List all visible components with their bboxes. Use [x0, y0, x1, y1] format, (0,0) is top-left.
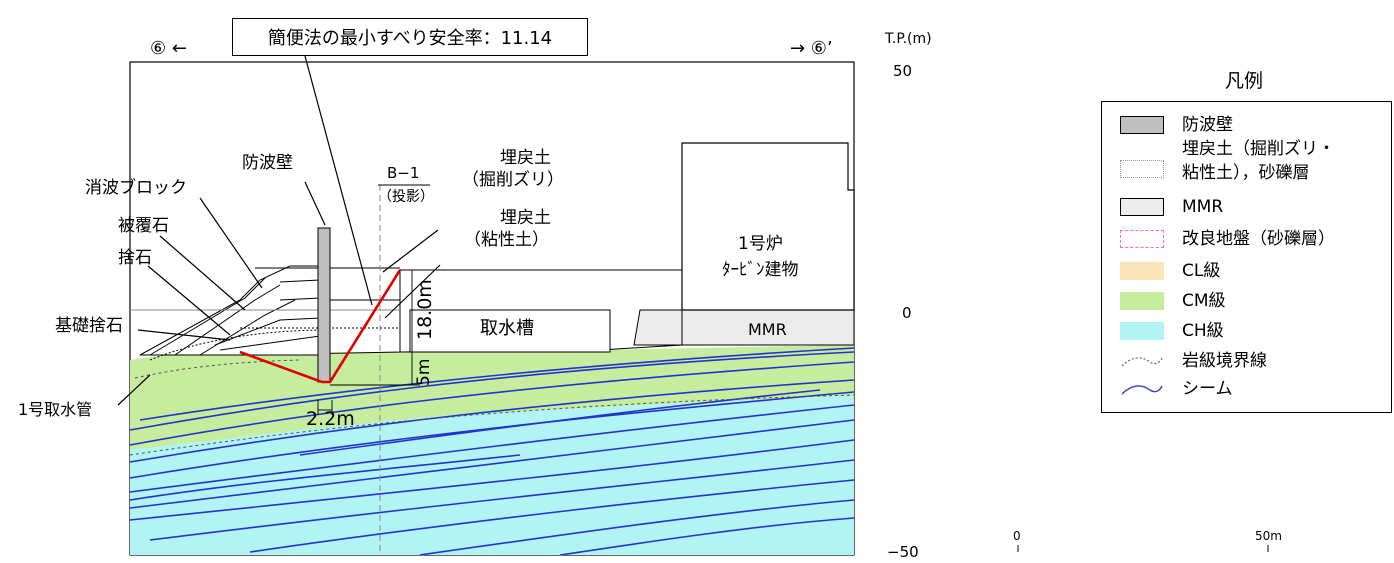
section-marker-left: ⑥ ← [150, 38, 187, 59]
wave-block-label: 消波ブロック [85, 178, 187, 198]
fill-clay-label-2: （粘性土） [464, 230, 549, 250]
dimension-lines [317, 269, 420, 415]
intake-tank-box [409, 309, 611, 353]
legend-swatch-cl [1120, 262, 1164, 280]
legend-label-mmr: MMR [1182, 197, 1224, 217]
base-rubble-label: 基礎捨石 [55, 316, 123, 336]
legend-swatch-cm [1120, 292, 1164, 310]
dim-22-label: 2.2m [306, 408, 355, 430]
rubble-label: 捨石 [118, 248, 152, 268]
legend-label-cl: CL級 [1182, 261, 1221, 281]
safety-factor-text: 簡便法の最小すべり安全率：11.14 [267, 28, 553, 49]
fill-excavated-label-2: （掘削ズリ） [462, 170, 564, 190]
legend-label-backfill-1: 埋戻土（掘削ズリ・ [1182, 139, 1335, 159]
legend: 防波壁 埋戻土（掘削ズリ・ 粘性土），砂礫層 MMR 改良地盤（砂礫層） CL級… [1101, 101, 1392, 413]
legend-label-seam: シーム [1182, 379, 1233, 399]
mmr-block-left [633, 309, 683, 346]
legend-swatch-seam [1121, 385, 1163, 395]
scale-fifty: 50m [1255, 529, 1282, 543]
scale-zero: 0 [1013, 529, 1021, 543]
slip-surface [239, 269, 402, 384]
seam-lines [129, 347, 855, 556]
borehole-note: （投影） [378, 189, 434, 205]
legend-label-ch: CH級 [1182, 321, 1224, 341]
legend-label-backfill-2: 粘性土），砂礫層 [1182, 163, 1310, 183]
rock-boundary-lines [129, 359, 855, 456]
fill-excavated-label-1: 埋戻土 [500, 148, 551, 168]
borehole-label: B−1 [387, 164, 420, 182]
fill-clay-label-1: 埋戻土 [500, 208, 551, 228]
legend-swatch-seawall [1120, 116, 1164, 134]
leader-lines [117, 55, 441, 406]
legend-swatch-backfill [1120, 160, 1164, 178]
turbine-building [681, 142, 855, 311]
legend-swatch-rock-boundary [1121, 357, 1163, 367]
reactor-label-2: ﾀｰﾋﾞﾝ建物 [722, 260, 799, 280]
legend-swatch-mmr [1120, 198, 1164, 216]
section-marker-right: → ⑥’ [790, 38, 833, 59]
elevation-bottom: −50 [887, 543, 919, 561]
intake-tank-label: 取水槽 [480, 318, 534, 339]
legend-title: 凡例 [1225, 70, 1264, 92]
armor-stone-label: 被覆石 [118, 216, 169, 236]
scale-bar [1017, 545, 1269, 552]
legend-label-rock-boundary: 岩級境界線 [1182, 351, 1267, 371]
legend-label-seawall: 防波壁 [1182, 115, 1233, 135]
reactor-label-1: 1号炉 [738, 234, 783, 254]
dim-5-label: 5m [414, 358, 434, 386]
legend-label-cm: CM級 [1182, 291, 1226, 311]
elevation-mid: 0 [902, 304, 912, 322]
legend-label-improved-ground: 改良地盤（砂礫層） [1182, 229, 1335, 249]
seawall-pillar [317, 227, 331, 383]
legend-swatch-improved-ground [1120, 230, 1164, 248]
tp-unit-label: T.P.(m) [885, 31, 932, 47]
safety-factor-callout: 簡便法の最小すべり安全率：11.14 [232, 18, 588, 56]
elevation-top: 50 [893, 62, 913, 80]
mmr-label: MMR [748, 320, 787, 339]
seawall-label: 防波壁 [242, 153, 293, 173]
dim-18-label: 18.0m [414, 279, 436, 340]
legend-swatch-ch [1120, 322, 1164, 340]
cm-rock-zone [130, 345, 854, 450]
intake-pipe-label: 1号取水管 [18, 400, 93, 419]
